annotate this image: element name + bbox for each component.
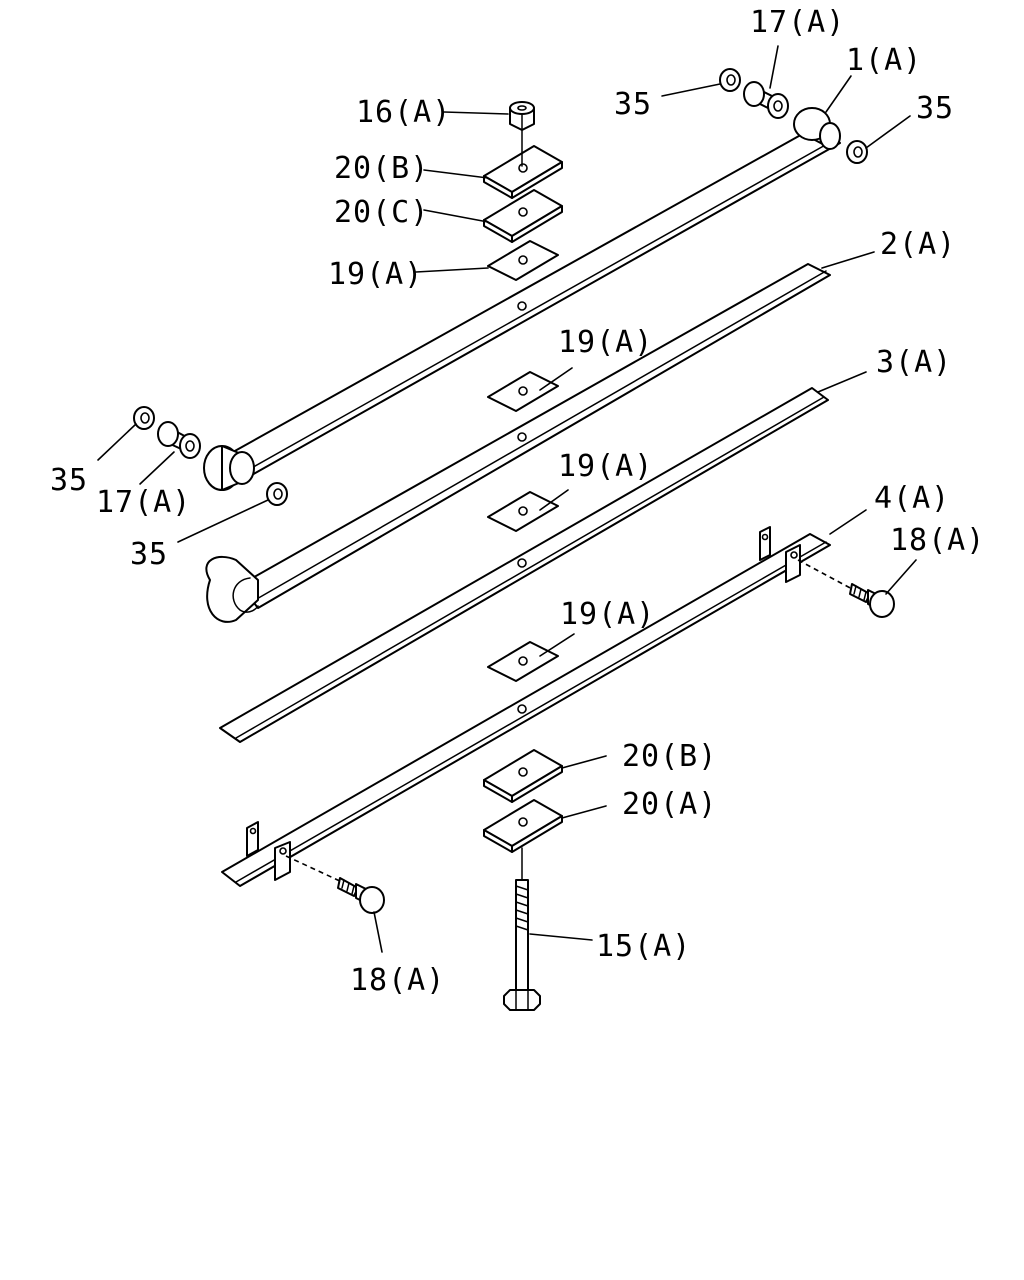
plate-20c — [483, 189, 563, 243]
spacer-19a-2 — [487, 371, 559, 412]
leaf-4 — [221, 526, 831, 887]
callout-3a: 3(A) — [876, 345, 952, 380]
callout-18a-right: 18(A) — [890, 523, 985, 558]
spacer-19a-1 — [487, 240, 559, 281]
callout-1a: 1(A) — [846, 43, 922, 78]
callout-35-top-right: 35 — [916, 91, 954, 126]
bolt-18a-right — [797, 559, 895, 618]
nut-16a — [509, 101, 535, 167]
callout-20b-top: 20(B) — [334, 151, 429, 186]
leaf-1-right-eye — [793, 107, 841, 150]
callout-20a: 20(A) — [622, 787, 717, 822]
washer-35-top-left — [719, 68, 741, 92]
leaf-4-right-clip — [759, 526, 801, 583]
plate-20b-top — [483, 145, 563, 199]
leader-lines — [97, 45, 917, 953]
bushing-17a-left — [157, 421, 201, 459]
callout-19a-1: 19(A) — [328, 257, 423, 292]
callout-4a: 4(A) — [874, 481, 950, 516]
callout-16a: 16(A) — [356, 95, 451, 130]
washer-35-top-right — [846, 140, 868, 164]
callout-15a: 15(A) — [596, 929, 691, 964]
plate-20b-bottom — [483, 749, 563, 803]
callout-19a-2: 19(A) — [558, 325, 653, 360]
leaf-2-left-eye — [205, 555, 259, 623]
plate-20a — [483, 799, 563, 853]
callout-35-top-left: 35 — [614, 87, 652, 122]
leaf-1-left-eye — [203, 445, 255, 491]
washer-35-left — [133, 406, 155, 430]
bolt-18a-bottom — [285, 855, 385, 914]
callout-35-left: 35 — [50, 463, 88, 498]
washer-35-mid — [266, 482, 288, 506]
spacer-19a-3 — [487, 491, 559, 532]
callout-labels: 17(A) 1(A) 35 35 16(A) 20(B) 20(C) 19(A)… — [50, 5, 985, 998]
callout-19a-3: 19(A) — [558, 449, 653, 484]
leaf-4-left-clip — [246, 821, 291, 881]
center-bolt-15a — [503, 847, 541, 1011]
bushing-17a-top — [743, 81, 789, 119]
leaf-1 — [203, 107, 841, 491]
callout-2a: 2(A) — [880, 227, 956, 262]
callout-18a-bottom: 18(A) — [350, 963, 445, 998]
callout-20c: 20(C) — [334, 195, 429, 230]
callout-19a-4: 19(A) — [560, 597, 655, 632]
leaf-3 — [219, 387, 829, 743]
leaf-2 — [205, 263, 831, 623]
callout-20b-bottom: 20(B) — [622, 739, 717, 774]
callout-17a-left: 17(A) — [96, 485, 191, 520]
callout-35-mid: 35 — [130, 537, 168, 572]
spacer-19a-4 — [487, 641, 559, 682]
callout-17a-top: 17(A) — [750, 5, 845, 40]
